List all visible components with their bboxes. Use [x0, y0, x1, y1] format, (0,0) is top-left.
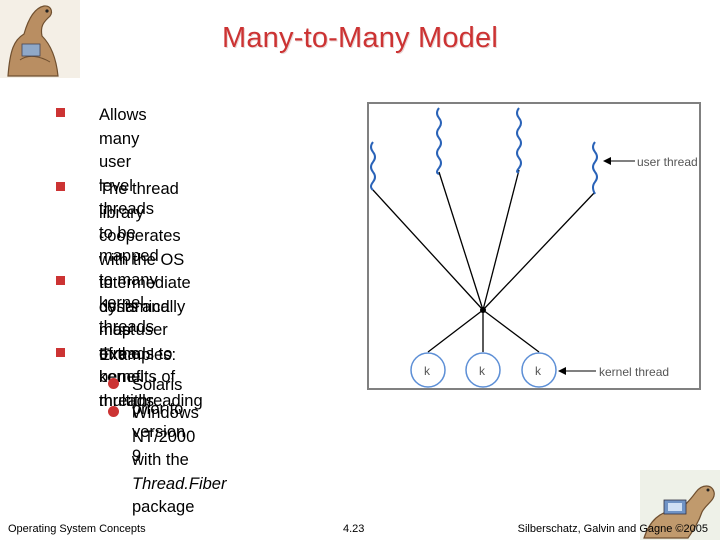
- bullet-line: multithreading: [99, 391, 203, 410]
- junction-point: [480, 307, 486, 313]
- arrow-head-icon: [603, 157, 611, 165]
- kernel-thread-node: [465, 352, 501, 388]
- user-thread-squiggle-icon: [370, 141, 376, 191]
- square-bullet-icon: [56, 276, 65, 285]
- kernel-thread-label: kernel thread: [599, 365, 669, 379]
- footer-page-number: 4.23: [343, 523, 365, 535]
- mapping-lines: [372, 169, 596, 353]
- square-bullet-icon: [56, 108, 65, 117]
- bullet-line: map user threads to kernel: [99, 321, 173, 386]
- kernel-node-label: k: [479, 364, 486, 378]
- square-bullet-icon: [56, 348, 65, 357]
- bullet-line: threads: [99, 391, 155, 410]
- bullet-line: threads to be mapped to many: [99, 200, 159, 289]
- user-thread-squiggle-icon: [436, 107, 442, 175]
- user-thread-squiggle-icon: [592, 141, 598, 195]
- sub-bullet-rest: package: [132, 498, 195, 516]
- kernel-node-label: k: [535, 364, 542, 378]
- user-thread-squiggle-icon: [516, 107, 522, 174]
- kernel-node-label: k: [424, 364, 431, 378]
- footer-right: Silberschatz, Galvin and Gagne ©2005: [517, 523, 708, 535]
- bullet-line: Intermediate costs and most: [99, 274, 191, 339]
- bullet-line: Examples:: [99, 346, 177, 364]
- many-to-many-diagram: user thread k k k kernel thread: [367, 102, 701, 390]
- kernel-thread-node: [521, 352, 557, 388]
- kernel-thread-node: [410, 352, 446, 388]
- round-bullet-icon: [108, 406, 119, 417]
- user-thread-label: user thread: [637, 155, 698, 169]
- sub-bullet-italic: Thread.Fiber: [132, 474, 227, 493]
- footer-left: Operating System Concepts: [8, 523, 146, 535]
- bullet-line: kernel threads: [99, 294, 155, 336]
- square-bullet-icon: [56, 182, 65, 191]
- bullet-line: Allows many user level: [99, 106, 147, 195]
- slide-title: Many-to-Many Model: [222, 22, 498, 54]
- sub-bullet-line: Windows NT/2000 with the: [132, 404, 199, 469]
- dinosaur-logo-icon: [640, 470, 720, 540]
- bullet-line: The thread library cooperates: [99, 180, 181, 245]
- sub-bullet-line: Solaris prior to version 9: [132, 376, 186, 465]
- dinosaur-logo-icon: [0, 0, 80, 78]
- round-bullet-icon: [108, 378, 119, 389]
- bullet-line: with the OS to dynamically: [99, 250, 186, 316]
- arrow-head-icon: [558, 367, 566, 375]
